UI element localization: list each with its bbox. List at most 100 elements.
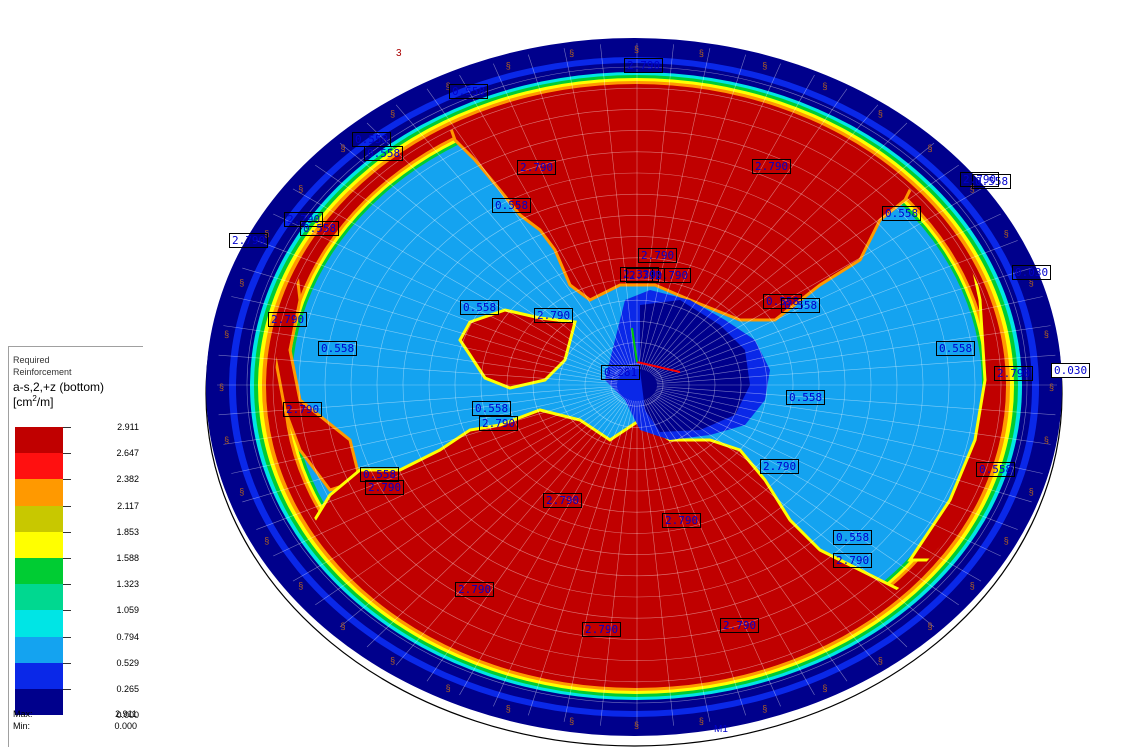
mesh-spoke (292, 188, 621, 377)
mesh-spoke (652, 395, 959, 606)
legend-swatch (15, 531, 71, 558)
value-label: 2.790 (517, 160, 557, 175)
legend-max: Max:2.911 (13, 709, 137, 719)
value-label: 0.558 (786, 390, 826, 405)
value-label: 2.790 (534, 308, 574, 323)
mesh-spoke (656, 388, 1043, 474)
ring-node-mark: § (878, 655, 883, 665)
mesh-spoke (493, 399, 631, 707)
mesh-spoke (655, 390, 1032, 503)
mesh-spoke (641, 400, 746, 716)
legend-tick-label: 0.000 (116, 710, 139, 721)
mesh-ring (610, 363, 664, 407)
ring-node-mark: § (341, 621, 346, 631)
mesh-spoke (315, 395, 622, 606)
value-label: 0.558 (360, 467, 400, 482)
mesh-ring (272, 87, 1002, 683)
ring-node-mark: § (390, 109, 395, 119)
mesh-spoke (641, 54, 746, 370)
ring-node-mark: § (970, 581, 975, 591)
value-label: 0.558 (882, 206, 922, 221)
mesh-spoke (643, 63, 781, 371)
mesh-ring (376, 172, 898, 598)
legend-tick-label: 1.588 (116, 553, 139, 563)
value-label: 2.790 (960, 172, 1000, 187)
mesh-spoke (218, 386, 618, 416)
legend-tick-label: 2.647 (116, 448, 139, 459)
mesh-spoke (650, 396, 935, 628)
mesh-spoke (273, 213, 620, 378)
center-core (640, 300, 750, 432)
ring-node-mark: § (506, 61, 511, 71)
value-label: 2.790 (365, 480, 405, 495)
ring-node-mark: § (298, 183, 303, 193)
ring-node-mark: § (446, 683, 451, 693)
mesh-spoke (645, 399, 815, 696)
ring-node-mark: § (878, 109, 883, 119)
value-label: 0.030 (1051, 363, 1091, 378)
mesh-spoke (366, 122, 625, 373)
mesh-spoke (656, 387, 1051, 445)
mesh-ring (428, 215, 846, 555)
mesh-spoke (648, 397, 879, 666)
ring-node-mark: § (762, 61, 767, 71)
legend-unit: [cm2/m] (13, 394, 54, 409)
mesh-spoke (643, 399, 781, 707)
legend-tick-label: 2.911 (117, 422, 139, 432)
legend-tick-label: 2.382 (116, 474, 139, 485)
mesh-spoke (231, 388, 618, 474)
legend-swatch (15, 636, 71, 663)
mesh-spoke (646, 88, 848, 372)
mesh-spoke (655, 240, 1018, 379)
legend-tick-label: 1.323 (116, 579, 139, 590)
value-label: 0.558 (781, 298, 821, 313)
mesh-spoke (640, 48, 711, 370)
mesh-ring (584, 342, 690, 428)
legend-tick-label: 1.059 (116, 605, 139, 616)
value-label: 2.790 (626, 268, 666, 283)
fe-mesh (217, 43, 1057, 727)
legend-min: Min:0.000 (13, 721, 137, 731)
ring-node-mark: § (1044, 329, 1049, 339)
legend-swatch (15, 557, 71, 585)
value-label: 0.558 (300, 221, 340, 236)
legend-subtitle: Reinforcement (13, 367, 72, 377)
value-label: 2.790 (833, 553, 873, 568)
value-label: 0.558 (318, 341, 358, 356)
mesh-spoke (242, 390, 619, 503)
value-label: 2.790 (582, 622, 622, 637)
red-zone-island (458, 308, 577, 390)
node-marker: 3 (396, 48, 402, 59)
mesh-spoke (426, 398, 628, 682)
value-label: 2.790 (994, 366, 1034, 381)
value-label: 0.558 (936, 341, 976, 356)
value-label: 2.790 (752, 159, 792, 174)
member-marker: M1 (714, 724, 728, 735)
mesh-ring (324, 130, 950, 640)
ring-node-mark: § (1029, 278, 1034, 288)
ring-node-mark: § (298, 581, 303, 591)
mesh-spoke (600, 400, 636, 726)
legend-swatch (15, 610, 71, 637)
legend-tick-label: 0.794 (116, 631, 139, 642)
value-label: 0.558 (460, 300, 500, 315)
ring-node-mark: § (239, 486, 244, 496)
mesh-spoke (646, 398, 848, 682)
mesh-ring (558, 321, 716, 449)
ring-node-mark: § (927, 143, 932, 153)
value-label: 2.330 (620, 267, 660, 282)
axis-x (636, 361, 681, 373)
mesh-spoke (292, 393, 621, 582)
legend-swatch (15, 584, 71, 611)
ring-node-mark: § (634, 44, 639, 54)
mesh-spoke (223, 387, 618, 445)
mesh-spoke (649, 397, 908, 648)
value-label: 2.790 (455, 582, 495, 597)
value-label: 0.030 (1012, 265, 1052, 280)
ring-node-mark: § (506, 703, 511, 713)
mesh-spoke (563, 400, 634, 722)
mesh-spoke (366, 397, 625, 648)
mesh-spoke (528, 400, 633, 716)
ring-node-mark: § (569, 716, 574, 726)
